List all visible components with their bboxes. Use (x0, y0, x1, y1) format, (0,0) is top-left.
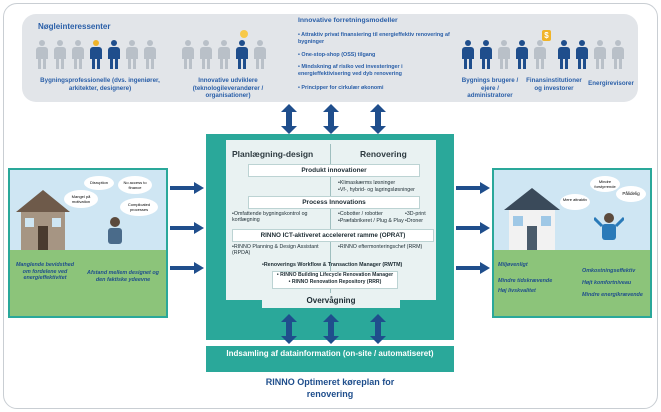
double-arrow-icon (370, 104, 386, 134)
business-model-item: • Principper for cirkulær økonomi (298, 85, 384, 91)
rlrm-item: • RINNO Building Lifecycle Renovation Ma… (276, 272, 394, 278)
engineer-icon (90, 40, 102, 70)
right-arrow-icon (456, 222, 490, 234)
product-item: •Vf-, hybrid- og lagringsløsninger (338, 187, 415, 193)
double-arrow-icon (323, 314, 339, 344)
outer-frame (3, 3, 658, 409)
double-arrow-icon (281, 104, 297, 134)
group2-label: Innovative udviklere (teknologileverandø… (192, 77, 264, 99)
speech-bubble: Mindre forstyrrende (590, 176, 620, 192)
double-arrow-icon (323, 104, 339, 134)
investor-icon (516, 40, 528, 70)
left-caption: Manglende bevidsthed om fordelene ved en… (15, 262, 75, 282)
dollar-icon: $ (542, 30, 551, 41)
right-arrow-icon (170, 222, 204, 234)
group4-label: Finansinstitutioner og investorer (526, 77, 582, 92)
stakeholders-title: Nøgleinteressenter (38, 22, 111, 31)
process-item: •Droner (405, 218, 424, 224)
process-item: •Omfattende bygningskontrol og kortlægni… (232, 211, 308, 224)
speech-bubble: Complicated processes (120, 198, 158, 216)
planning-design-header: Planlægning-design (232, 149, 314, 159)
worried-person-icon (108, 217, 122, 244)
process-innovations-bar: Process Innovations (248, 196, 420, 209)
person-icon (480, 40, 492, 70)
group3-label: Bygnings brugere / ejere / administrator… (461, 77, 519, 99)
double-arrow-icon (370, 314, 386, 344)
person-icon (72, 40, 84, 70)
person-icon (534, 40, 546, 70)
product-item: •Klimaskærms løsninger (338, 180, 396, 186)
speech-bubble: Mere attraktiv (560, 194, 590, 210)
data-collection-bar: Indsamling af datainformation (on-site /… (206, 346, 454, 372)
person-icon (594, 40, 606, 70)
person-icon (200, 40, 212, 70)
rrr-item: • RINNO Renovation Repository (RRR) (288, 279, 382, 285)
column-divider (330, 144, 331, 294)
person-icon (462, 40, 474, 70)
process-item: •Præfabrikeret / Plug & Play (338, 218, 404, 224)
lightbulb-icon (240, 30, 248, 38)
business-model-item: • Attraktiv privat finansiering til ener… (298, 32, 450, 45)
business-model-item: • One-stop-shop (OSS) tilgang (298, 52, 376, 58)
innovator-icon (236, 40, 248, 70)
person-icon (254, 40, 266, 70)
person-icon (108, 40, 120, 70)
right-arrow-icon (170, 262, 204, 274)
right-caption: Højt komfortniveau (582, 280, 632, 286)
speech-bubble: No access to finance (118, 176, 152, 194)
left-caption: Afstand mellem designet og den faktiske … (87, 270, 159, 283)
person-icon (182, 40, 194, 70)
right-caption: Høj livskvalitet (498, 288, 536, 294)
speech-bubble: Disruption (84, 176, 114, 190)
person-icon (558, 40, 570, 70)
person-icon (54, 40, 66, 70)
right-arrow-icon (456, 182, 490, 194)
right-caption: Mindre energikrævende (582, 292, 643, 298)
product-innovations-bar: Produkt innovationer (248, 164, 420, 177)
person-icon (612, 40, 624, 70)
right-caption: Mindre tidskrævende (498, 278, 553, 284)
roadmap-title-line2: renovering (306, 389, 354, 399)
right-arrow-icon (456, 262, 490, 274)
rrm-item: •RINNO eftermonteringschef (RRM) (338, 244, 423, 250)
renovated-house-icon (504, 188, 560, 250)
roadmap-title-line1: RINNO Optimeret køreplan for (265, 377, 395, 387)
process-item: •Cobotter / robotter (338, 211, 383, 217)
rpda-item: •RINNO Planning & Design Assistant (RPDA… (232, 244, 319, 257)
grass (494, 250, 650, 316)
old-house-icon (16, 190, 70, 250)
business-models-title: Innovative forretningsmodeller (298, 17, 398, 24)
person-icon (126, 40, 138, 70)
group1-label: Bygningsprofessionelle (dvs. ingeniører,… (40, 77, 160, 92)
person-icon (36, 40, 48, 70)
oprat-bar: RINNO ICT-aktiveret accelereret ramme (O… (232, 229, 434, 242)
person-icon (144, 40, 156, 70)
speech-bubble: Pålidelig (616, 186, 646, 202)
grass (10, 250, 166, 316)
right-caption: Miljøvenligt (498, 262, 528, 268)
rinno-tools-box: • RINNO Building Lifecycle Renovation Ma… (272, 271, 398, 289)
person-icon (218, 40, 230, 70)
happy-person-icon (594, 213, 624, 240)
person-icon (576, 40, 588, 70)
person-icon (498, 40, 510, 70)
process-item: •3D-print (405, 211, 426, 217)
double-arrow-icon (281, 314, 297, 344)
business-model-item: • Mindskning af risiko ved investeringer… (298, 64, 403, 77)
monitoring-bar: Overvågning (262, 293, 400, 308)
right-arrow-icon (170, 182, 204, 194)
speech-bubble: Mangel på motivation (64, 190, 98, 208)
renovation-header: Renovering (360, 149, 407, 159)
group5-label: Energirevisorer (588, 80, 634, 87)
rwtm-item: •Renoverings Workflow & Transaction Mana… (262, 262, 403, 268)
right-caption: Omkostningseffektiv (582, 268, 636, 274)
